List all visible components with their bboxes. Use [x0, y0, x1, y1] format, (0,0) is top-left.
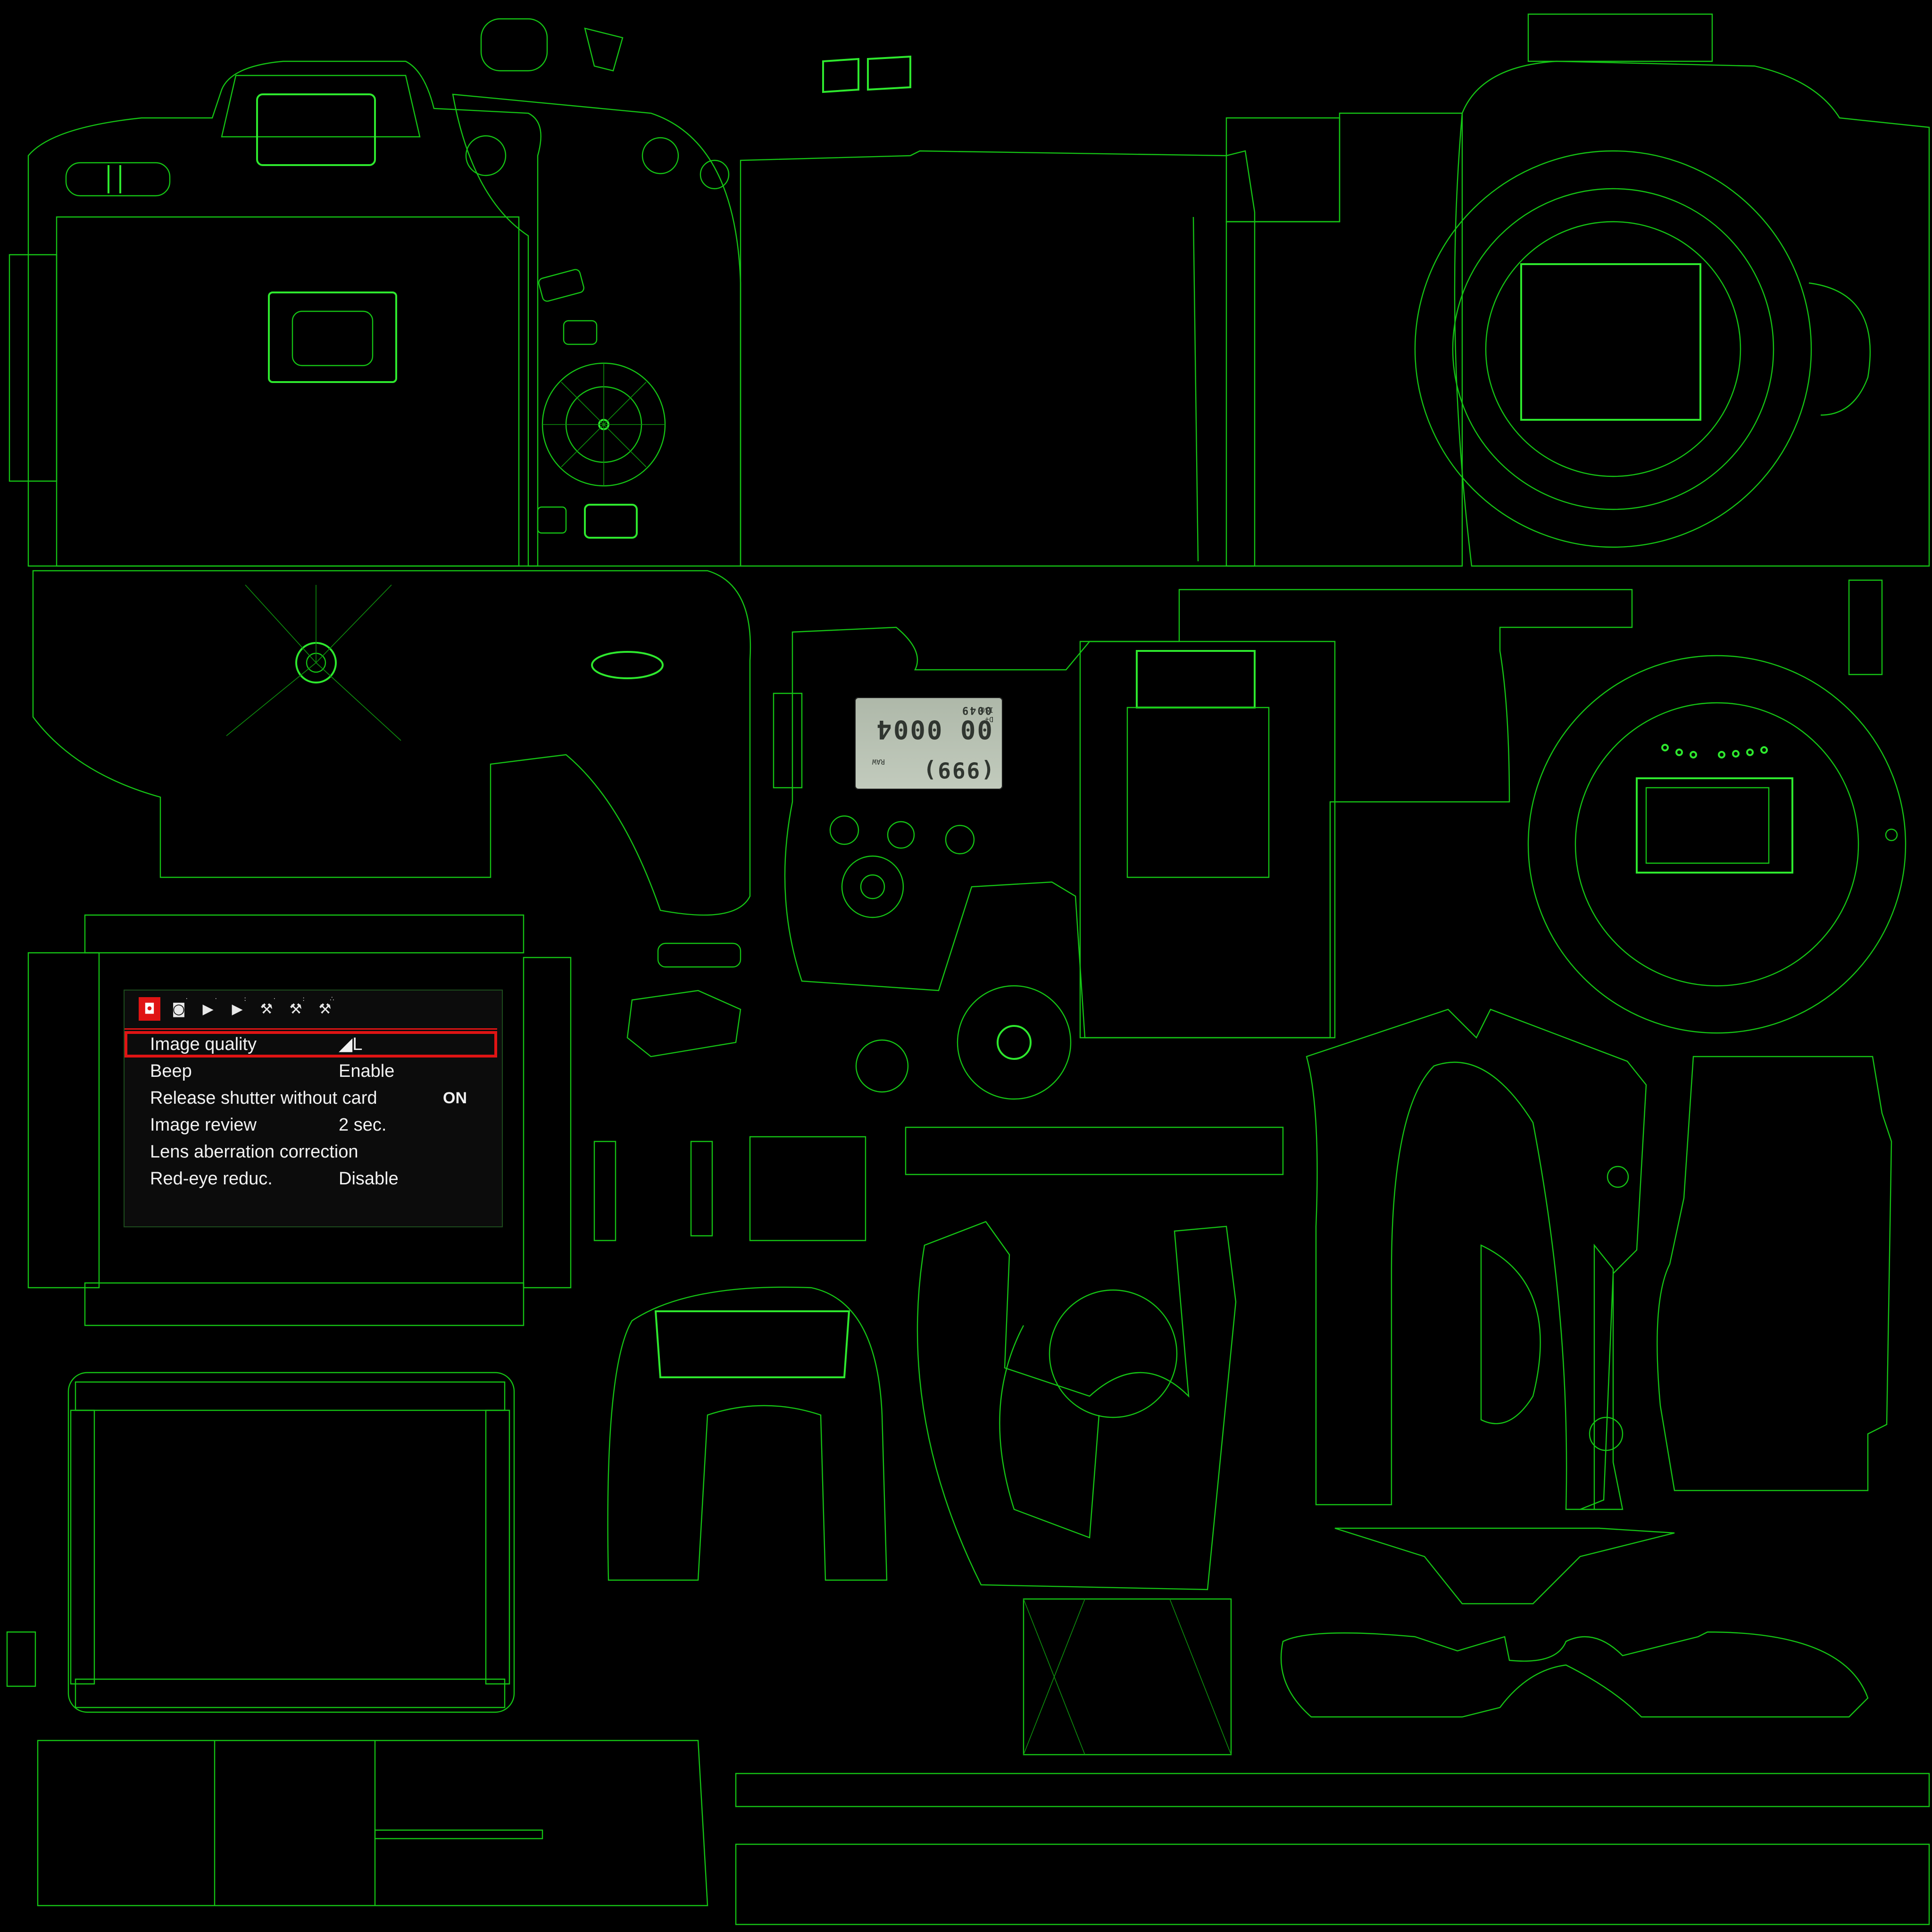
camera-menu-screen: ◘ ◙· ▶· ▶: ⚒· ⚒: ⚒∴ Image quality ◢L Bee…	[124, 990, 503, 1227]
menu-item-value: ◢L	[339, 1034, 363, 1054]
menu-item-image-quality[interactable]: Image quality ◢L	[125, 1031, 497, 1058]
wrench-icon: ⚒	[289, 1000, 302, 1017]
small-top-pieces	[481, 19, 910, 92]
menu-item-beep[interactable]: Beep Enable	[125, 1058, 497, 1084]
rear-lcd-bezel	[28, 915, 571, 1325]
bottom-plates	[7, 1632, 708, 1906]
lcd-main-readout: 00 0004	[875, 715, 992, 744]
lcd-shot-count: (999)	[922, 758, 994, 783]
menu-item-value: ON	[443, 1089, 467, 1107]
menu-item-label: Lens aberration correction	[150, 1142, 358, 1162]
camera-top-plate	[774, 590, 1632, 1038]
menu-item-label: Red-eye reduc.	[150, 1169, 273, 1189]
tab-setup-1[interactable]: ⚒·	[260, 995, 275, 1017]
side-grip-pieces	[1307, 1009, 1891, 1509]
tab-setup-2[interactable]: ⚒:	[289, 995, 305, 1017]
camera-front-mount	[1415, 14, 1929, 675]
play-icon: ▶	[232, 1000, 243, 1017]
small-knobs	[627, 943, 1071, 1099]
menu-item-red-eye[interactable]: Red-eye reduc. Disable	[125, 1166, 497, 1192]
menu-item-lens-aberration[interactable]: Lens aberration correction	[125, 1139, 497, 1165]
battery-grip-bottom	[33, 571, 750, 915]
play-icon: ▶	[202, 1000, 214, 1017]
wrench-icon: ⚒	[318, 1000, 332, 1017]
eyecup	[608, 1287, 887, 1580]
lcd-raw-label: RAW	[872, 758, 885, 766]
menu-item-label: Release shutter without card	[150, 1088, 377, 1108]
menu-item-value: 2 sec.	[339, 1115, 387, 1135]
battery-door	[68, 1373, 514, 1712]
camera-back-shell	[9, 61, 541, 566]
menu-item-label: Beep	[150, 1061, 192, 1081]
menu-item-value: Disable	[339, 1169, 399, 1189]
side-clips	[594, 1137, 866, 1241]
tab-playback-2[interactable]: ▶:	[232, 995, 246, 1017]
front-grip-shell	[917, 1222, 1236, 1755]
lens-mount-ring	[1528, 656, 1906, 1033]
tab-shooting-2[interactable]: ◙·	[172, 995, 188, 1017]
menu-item-label: Image review	[150, 1115, 257, 1135]
menu-tab-bar: ◘ ◙· ▶· ▶: ⚒· ⚒: ⚒∴	[139, 995, 336, 1024]
rear-control-cluster	[453, 94, 741, 566]
camera-top-strip	[741, 113, 1462, 566]
menu-divider	[125, 1028, 497, 1030]
camera-icon: ◙	[172, 1000, 186, 1017]
long-strips	[736, 1127, 1929, 1924]
bottom-curved-pieces	[1281, 1528, 1868, 1717]
menu-item-release-shutter[interactable]: Release shutter without card ON	[125, 1085, 497, 1111]
top-lcd-panel: (999) 00 0004 0049 RAW ISO D+	[855, 697, 1003, 790]
lcd-iso-label: ISO	[980, 706, 993, 714]
lcd-dplus-label: D+	[984, 715, 993, 724]
wrench-icon: ⚒	[260, 1000, 273, 1017]
tab-shooting-1[interactable]: ◘	[139, 997, 160, 1021]
tab-playback-1[interactable]: ▶·	[202, 995, 217, 1017]
menu-item-image-review[interactable]: Image review 2 sec.	[125, 1112, 497, 1138]
menu-item-label: Image quality	[150, 1034, 257, 1054]
menu-item-value: Enable	[339, 1061, 395, 1081]
tab-setup-3[interactable]: ⚒∴	[318, 995, 334, 1017]
camera-icon: ◘	[144, 1000, 155, 1017]
